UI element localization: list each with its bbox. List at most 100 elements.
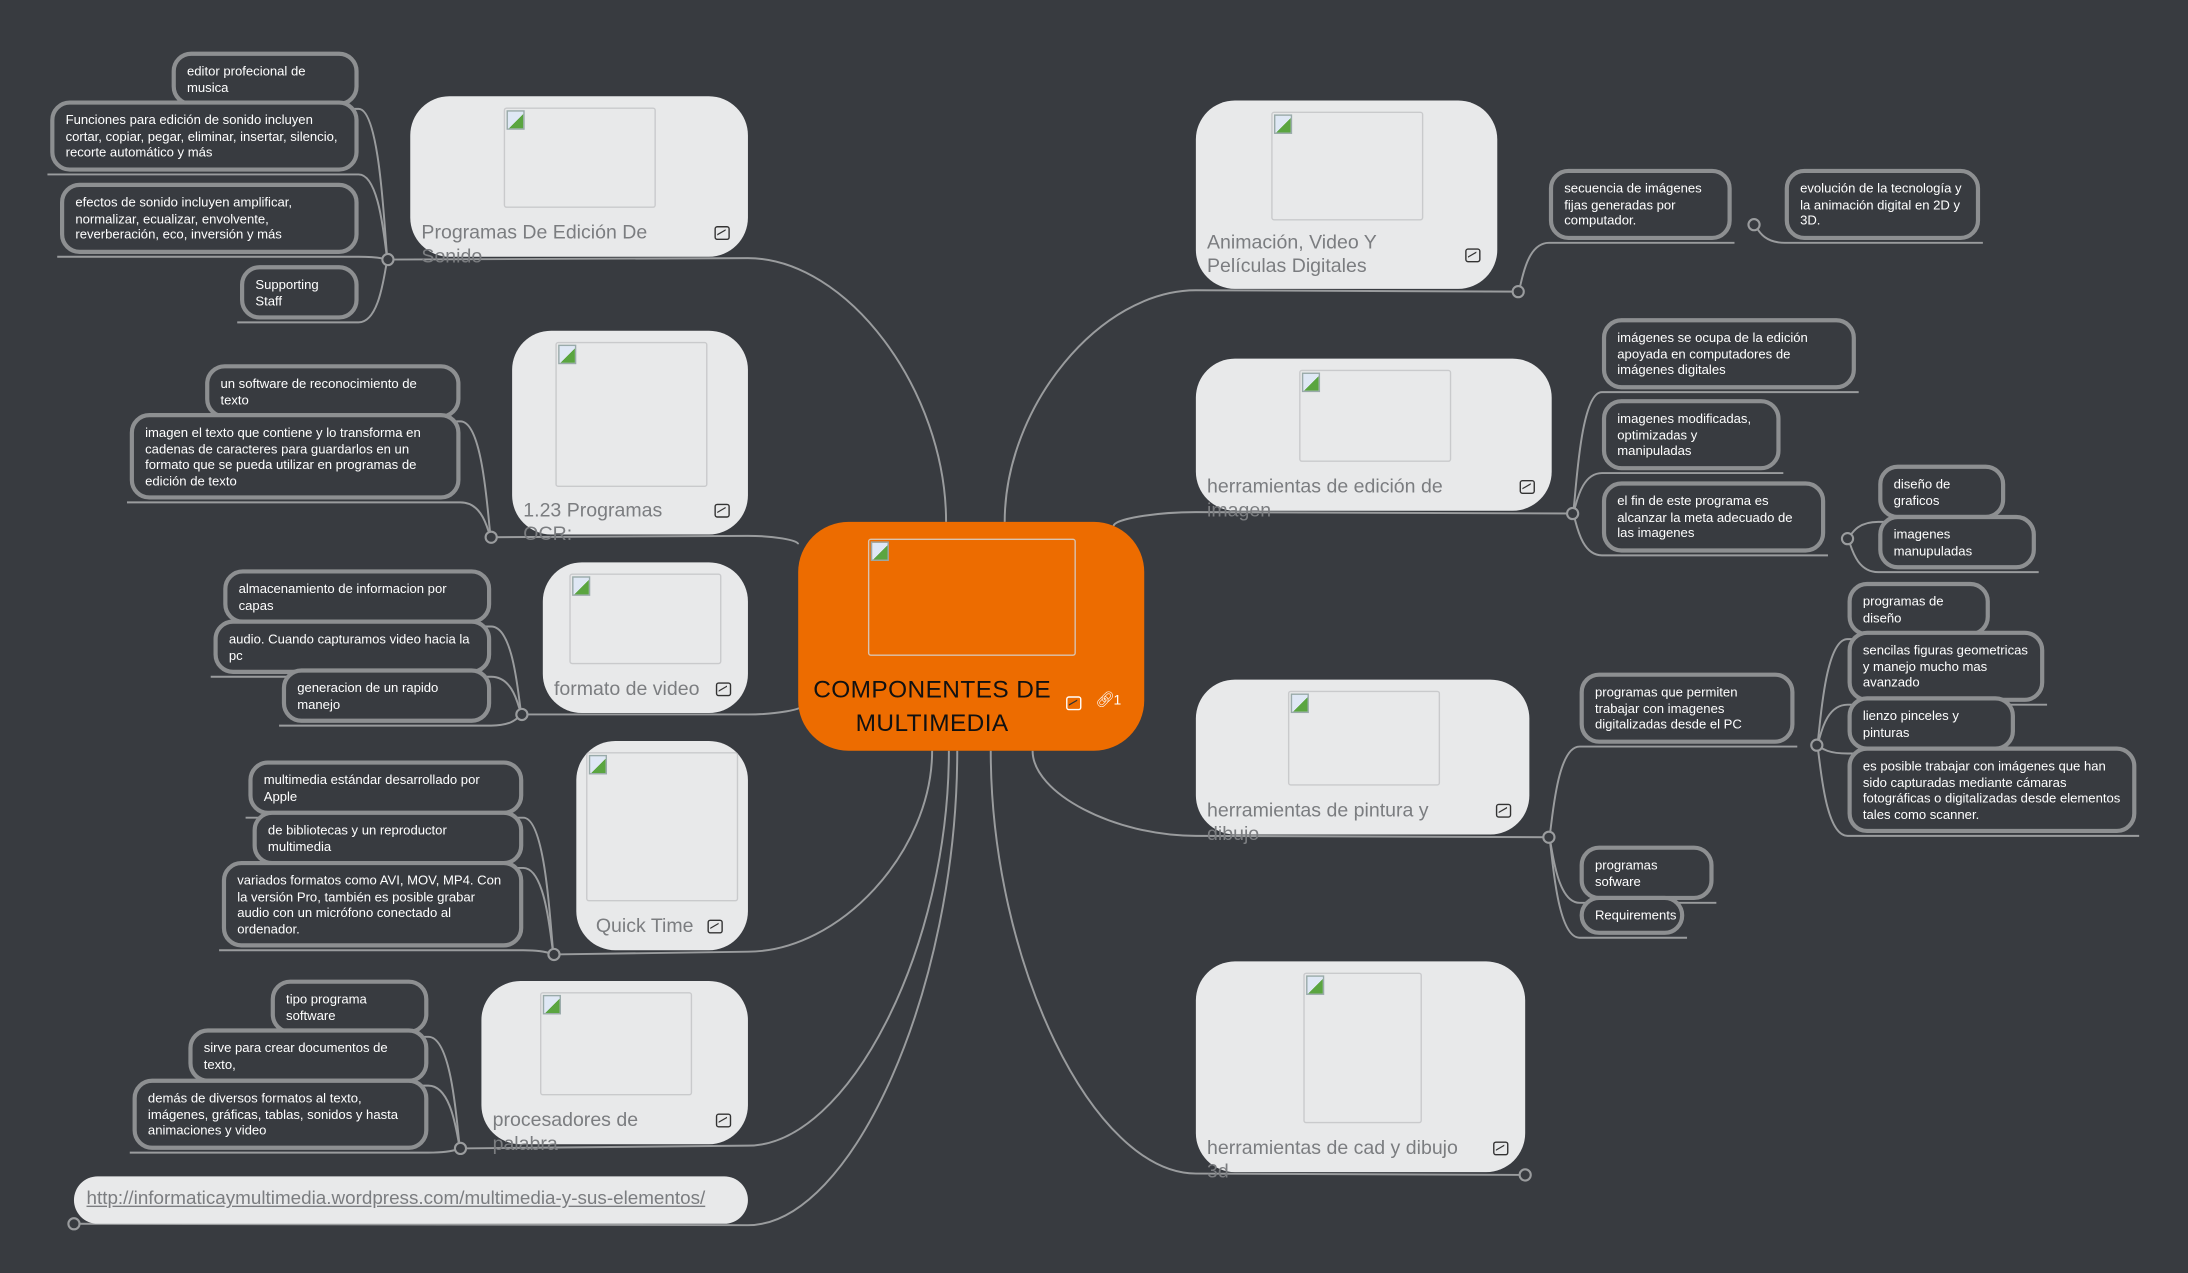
subtopic[interactable]: programas de diseño [1847,581,1990,637]
subtopic[interactable]: evolución de la tecnología y la animació… [1784,168,1981,240]
topic-connector [387,257,948,522]
image-icon[interactable] [1066,696,1082,711]
topic-ocr[interactable]: 1.23 Programas OCR: [512,330,748,544]
subtopic[interactable]: multimedia estándar desarrollado por App… [248,760,524,816]
subtopic-connector [126,501,493,539]
topic-label: herramientas de cad y dibujo 3d [1207,1135,1458,1182]
subtopic[interactable]: de bibliotecas y un reproductor multimed… [252,810,524,866]
collapse-toggle-icon[interactable] [1565,506,1580,521]
subtopic[interactable]: es posible trabajar con imágenes que han… [1847,746,2137,834]
subtopic[interactable]: imágenes se ocupa de la edición apoyada … [1601,318,1856,390]
broken-image-icon [1290,693,1309,714]
subtopic[interactable]: imagenes manupuladas [1878,514,2036,570]
image-icon[interactable] [1493,1141,1509,1156]
topic-label: 1.23 Programas OCR: [523,498,663,545]
image-placeholder [1271,111,1424,221]
collapse-toggle-icon[interactable] [453,1141,468,1156]
subtopic[interactable]: el fin de este programa es alcanzar la m… [1601,481,1826,553]
topic-label: herramientas de pintura y dibujo [1207,798,1429,845]
subtopic[interactable]: sencilas figuras geometricas y manejo mu… [1847,630,2045,702]
topic-cad[interactable]: herramientas de cad y dibujo 3d [1195,961,1526,1182]
subtopic[interactable]: secuencia de imágenes fijas generadas po… [1548,168,1732,240]
topic-animacion[interactable]: Animación, Video Y Películas Digitales [1195,100,1498,289]
subtopic-connector [1547,745,1798,839]
image-icon[interactable] [714,226,730,241]
subtopic[interactable]: audio. Cuando capturamos video hacia la … [213,619,492,675]
subtopic[interactable]: variados formatos como AVI, MOV, MP4. Co… [221,860,524,949]
collapse-toggle-icon[interactable] [484,530,498,544]
image-placeholder [586,752,739,902]
collapse-toggle-icon[interactable] [547,947,561,962]
subtopic[interactable]: programas sofware [1579,845,1714,901]
subtopic[interactable]: Supporting Staff [240,265,359,320]
image-icon[interactable] [1495,803,1512,818]
subtopic-connector [57,255,389,261]
collapse-toggle-icon[interactable] [1511,285,1525,299]
image-placeholder [1287,690,1441,786]
broken-image-icon [588,754,608,775]
collapse-toggle-icon[interactable] [1810,738,1824,752]
topic-label: formato de video [553,676,700,700]
broken-image-icon [558,344,577,365]
image-icon[interactable] [715,682,732,697]
subtopic[interactable]: imagenes modificadas, optimizadas y mani… [1601,399,1781,470]
central-topic[interactable]: COMPONENTES DE MULTIMEDIA 🔗︎ 1 [798,521,1145,751]
subtopic[interactable]: imagen el texto que contiene y lo transf… [129,413,461,501]
subtopic[interactable]: generacion de un rapido manejo [281,668,492,724]
collapse-toggle-icon[interactable] [1518,1168,1532,1182]
subtopic[interactable]: tipo programa software [270,979,429,1035]
image-icon[interactable] [715,1113,732,1128]
topic-edicion[interactable]: herramientas de edición de imagen [1195,358,1552,520]
collapse-toggle-icon[interactable] [1840,532,1855,546]
topic-pintura[interactable]: herramientas de pintura y dibujo [1195,679,1530,844]
broken-image-icon [1274,114,1293,134]
image-placeholder [1299,369,1452,462]
collapse-toggle-icon[interactable] [1747,218,1761,232]
topic-connector [989,750,1526,1176]
subtopic[interactable]: lienzo pinceles y pinturas [1847,696,2015,751]
image-icon[interactable] [1519,480,1535,494]
topic-procesadores[interactable]: procesadores de palabra [481,980,748,1154]
collapse-toggle-icon[interactable] [1542,830,1556,844]
subtopic[interactable]: editor profecional de musica [171,51,359,107]
subtopic[interactable]: Funciones para edición de sonido incluye… [50,100,359,172]
subtopic[interactable]: un software de reconocimiento de texto [205,364,461,419]
topic-connector [553,750,934,956]
topic-connector [1003,289,1519,522]
link-icon[interactable]: 🔗︎ [1095,692,1115,709]
subtopic[interactable]: almacenamiento de informacion por capas [223,569,492,625]
topic-connector [1031,750,1549,839]
subtopic[interactable]: Requirements [1579,895,1685,935]
subtopic[interactable]: efectos de sonido incluyen amplificar, n… [60,182,359,254]
image-icon[interactable] [1465,248,1481,263]
topic-connector [1112,511,1573,527]
image-placeholder [867,538,1076,656]
collapse-toggle-icon[interactable] [67,1217,81,1231]
subtopic[interactable]: diseño de graficos [1878,464,2006,520]
collapse-toggle-icon[interactable] [515,707,529,722]
topic-connector [73,750,959,1227]
subtopic[interactable]: demás de diversos formatos al texto, imá… [132,1078,429,1150]
link-count: 1 [1113,693,1122,709]
broken-image-icon [870,541,889,561]
url-link[interactable]: http://informaticaymultimedia.wordpress.… [86,1187,706,1209]
topic-connector [491,534,800,545]
topic-connector [460,750,950,1150]
subtopic-connector [219,949,555,956]
collapse-toggle-icon[interactable] [381,252,395,267]
subtopic[interactable]: sirve para crear documentos de texto, [188,1028,429,1084]
broken-image-icon [1301,372,1321,393]
topic-quicktime[interactable]: Quick Time [576,740,748,951]
image-icon[interactable] [714,503,730,518]
image-placeholder [1303,972,1422,1124]
topic-link[interactable]: http://informaticaymultimedia.wordpress.… [73,1176,748,1224]
broken-image-icon [506,110,525,130]
topic-sonido[interactable]: Programas De Edición De Sonido [410,96,748,267]
image-icon[interactable] [707,919,723,934]
subtopic[interactable]: programas que permiten trabajar con imag… [1579,672,1795,744]
topic-video[interactable]: formato de video [542,562,748,714]
image-placeholder [555,341,708,487]
image-placeholder [503,107,656,208]
